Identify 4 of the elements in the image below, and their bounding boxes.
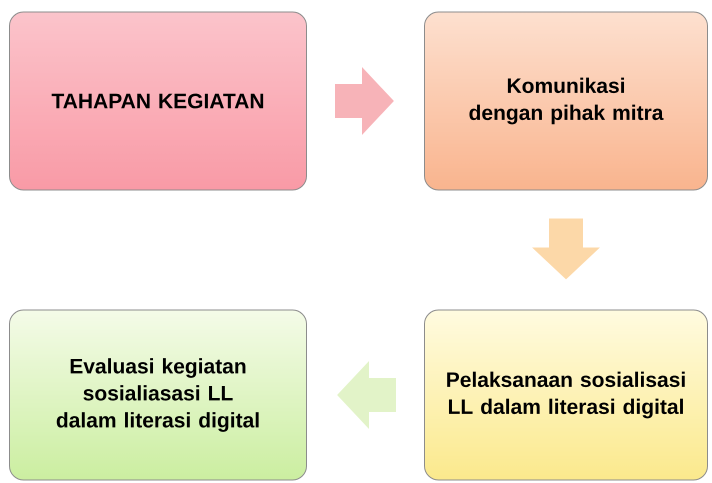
process-box: Komunikasi dengan pihak mitra bbox=[424, 12, 708, 190]
process-box: TAHAPAN KEGIATAN bbox=[9, 12, 307, 190]
process-box: Evaluasi kegiatan sosialiasasi LL dalam literasi digital bbox=[9, 310, 307, 480]
process-box: Pelaksanaan sosialisasi LL dalam literasi digital bbox=[424, 310, 708, 480]
